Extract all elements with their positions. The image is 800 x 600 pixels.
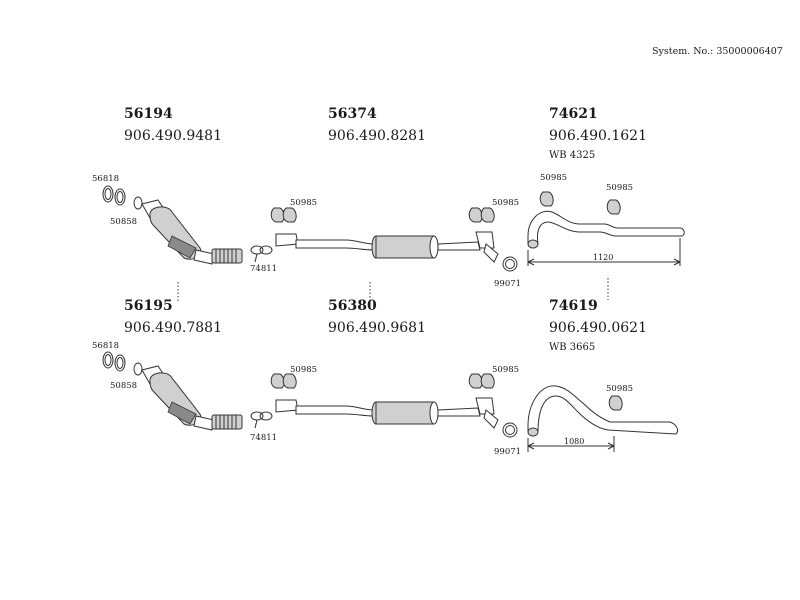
middle-part-number: 56380	[328, 298, 377, 314]
flex-pipe	[211, 414, 243, 430]
rubber-mount-b	[468, 373, 495, 389]
length-dimension	[527, 238, 681, 266]
front-part-oem: 906.490.7881	[124, 320, 222, 336]
mount-a-label: 50985	[290, 365, 317, 375]
exhaust-row-2: 56195 906.490.7881 56380 906.490.9681 74…	[92, 298, 679, 457]
middle-part-oem: 906.490.9681	[328, 320, 426, 336]
rear-part-oem: 906.490.1621	[549, 128, 647, 144]
rear-tail-pipe	[527, 385, 679, 437]
hanger-b-label: 50985	[606, 183, 633, 193]
length-label: 1080	[564, 437, 584, 446]
middle-part-oem: 906.490.8281	[328, 128, 426, 144]
system-number: System. No.: 35000006407	[652, 46, 783, 57]
rear-tail-pipe	[527, 210, 685, 249]
ring-label: 99071	[494, 279, 521, 289]
clamp	[250, 245, 273, 263]
sealing-ring	[502, 256, 518, 272]
clamp	[250, 411, 273, 429]
sealing-ring	[502, 422, 518, 438]
middle-part-number: 56374	[328, 106, 377, 122]
gasket-rings	[102, 351, 143, 376]
rubber-mount-b	[468, 207, 495, 223]
rear-part-number: 74621	[549, 106, 598, 122]
hanger-b	[608, 395, 623, 411]
rear-part-oem: 906.490.0621	[549, 320, 647, 336]
mount-a-label: 50985	[290, 198, 317, 208]
gasket-a-label: 56818	[92, 174, 119, 184]
clamp-label: 74811	[250, 433, 277, 443]
gasket-b-label: 50858	[110, 381, 137, 391]
gasket-b-label: 50858	[110, 217, 137, 227]
flex-pipe	[211, 248, 243, 264]
gasket-rings	[102, 185, 143, 210]
mount-b-label: 50985	[492, 365, 519, 375]
rear-part-wheelbase: WB 3665	[549, 342, 595, 353]
length-dimension	[527, 436, 615, 452]
hanger-a	[539, 191, 554, 207]
gasket-a-label: 56818	[92, 341, 119, 351]
hanger-b	[606, 199, 621, 215]
length-label: 1120	[593, 253, 613, 262]
exhaust-row-1: 56194 906.490.9481 56374 906.490.8281 74…	[92, 106, 685, 289]
front-part-number: 56194	[124, 106, 173, 122]
catalytic-converter	[141, 199, 215, 265]
middle-muffler-section	[275, 231, 499, 263]
hanger-b-label: 50985	[606, 384, 633, 394]
catalytic-converter	[141, 365, 215, 431]
front-part-number: 56195	[124, 298, 173, 314]
rubber-mount-a	[270, 207, 297, 223]
front-part-oem: 906.490.9481	[124, 128, 222, 144]
rubber-mount-a	[270, 373, 297, 389]
clamp-label: 74811	[250, 264, 277, 274]
rear-part-number: 74619	[549, 298, 598, 314]
rear-part-wheelbase: WB 4325	[549, 150, 595, 161]
row-connectors	[177, 278, 609, 302]
ring-label: 99071	[494, 447, 521, 457]
mount-b-label: 50985	[492, 198, 519, 208]
hanger-a-label: 50985	[540, 173, 567, 183]
middle-muffler-section	[275, 397, 499, 429]
